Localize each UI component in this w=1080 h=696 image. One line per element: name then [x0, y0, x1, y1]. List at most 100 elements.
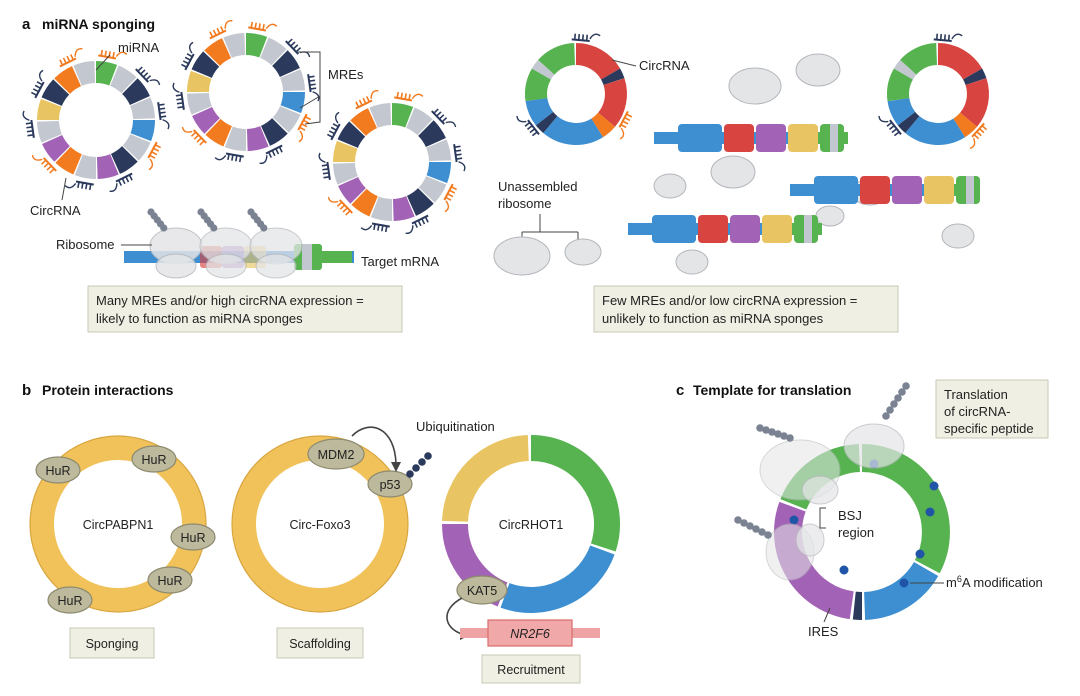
chain-top-1	[898, 388, 906, 396]
few-mre-left-mirna-3-tooth	[529, 128, 536, 134]
sponge-ring-0-segment-11	[37, 120, 63, 143]
sponge-ring-0-mirna-5-tooth	[85, 183, 88, 190]
sponge-ring-2-mirna-0-tooth	[408, 93, 411, 101]
sponge-ring-1-mirna-9-tooth	[212, 29, 217, 36]
info-box-right-line-1: Few MREs and/or low circRNA expression =	[602, 293, 857, 308]
mrna-strand-3-block-3	[762, 215, 792, 243]
mrna-strand-green	[322, 251, 352, 263]
sponge-ring-0-segment-6	[110, 145, 138, 174]
mrna-strand-2	[790, 176, 980, 204]
sponge-ring-2-mirna-5-tooth	[384, 225, 388, 233]
mrna-strand-2-block-1	[860, 176, 890, 204]
sponge-ring-2-segment-5	[418, 175, 447, 203]
info-box-right	[593, 285, 899, 333]
sponge-ring-2-mirna-9	[355, 89, 379, 110]
ires-label: IRES	[808, 624, 839, 639]
circpabpn1-ring-outline	[29, 435, 207, 613]
sponge-ring-0-mirna-8-tooth	[31, 91, 38, 96]
sponge-ring-2-mirna-7-tail	[318, 152, 326, 163]
m6a-dot-2	[925, 507, 935, 517]
sponge-ring-2-mirna-5	[360, 222, 390, 233]
few-mre-right-mirna-1-tail	[951, 33, 963, 40]
sponge-ring-2-segment-8	[370, 196, 393, 221]
few-mre-right-mirna-1-tooth	[939, 33, 943, 41]
few-mre-left-mirna-2-tooth	[626, 113, 633, 118]
info-box-left-line-1: Many MREs and/or high circRNA expression…	[96, 293, 364, 308]
sponge-ring-0-mirna-6-tooth	[49, 168, 55, 174]
sponge-ring-1-mirna-4-tail	[259, 155, 268, 165]
circ-foxo3-label: Circ-Foxo3	[289, 518, 350, 532]
chain-top-2	[894, 394, 902, 402]
sponge-ring-1-mirna-5	[214, 152, 244, 163]
sponge-ring-2-mirna-6-tooth	[342, 207, 348, 213]
sponge-ring-2-segment-4	[426, 161, 451, 184]
sponge-ring-2-mirna-5-tooth	[373, 223, 376, 231]
sponge-ring-0-mirna-3-tooth	[154, 144, 161, 149]
m6a-dot-6	[839, 565, 849, 575]
circrna-ring-group	[22, 19, 989, 235]
sponge-ring-1-mirna-0-tooth	[250, 21, 254, 29]
free-ribosome-0	[728, 67, 782, 105]
sponge-ring-1-mirna-8-tooth	[181, 63, 188, 68]
sponge-ring-0-mirna-8	[31, 69, 45, 99]
sponge-ring-2-mirna-0-tooth	[396, 91, 400, 99]
sponge-ring-1-segment-10	[192, 106, 221, 134]
panel-a: a miRNA sponging miRNA MREs CircRNA Ribo…	[22, 16, 989, 333]
sponge-ring-1-mirna-1-tooth	[292, 44, 299, 50]
panel-a-title: miRNA sponging	[42, 16, 155, 32]
sponge-ring-1-segment-5	[272, 105, 301, 133]
mrna-strand-2-block-2	[892, 176, 922, 204]
target-mrna-assembly	[124, 208, 354, 279]
sponge-ring-0-segment-5	[122, 133, 151, 161]
sponge-ring-2-mirna-8-tooth	[327, 133, 334, 138]
few-mre-right-mirna-2	[969, 122, 988, 149]
sponge-ring-1-mirna-3-tooth	[299, 126, 306, 131]
sponge-ring-1-mirna-7-tail	[172, 82, 180, 93]
m6a-dot-1	[929, 481, 939, 491]
ribosome-3-small	[255, 253, 297, 279]
sponge-ring-1-mirna-7-tooth	[175, 94, 182, 97]
sponge-ring-1-mirna-4	[259, 144, 283, 165]
chain-bottom-4	[758, 528, 766, 536]
few-mre-ring-left-segment-5	[535, 111, 558, 134]
sponge-ring-2-mirna-6-tooth	[339, 204, 346, 210]
chain-top-3	[890, 400, 898, 408]
sponge-ring-1-mirna-1-tail	[299, 51, 311, 58]
sponge-ring-2-mirna-6-tooth	[336, 201, 343, 207]
few-mre-ring-right-segment-0	[937, 43, 983, 81]
chain-left-1	[762, 426, 770, 434]
sponge-ring-1-mirna-0-tooth	[262, 23, 265, 31]
sponge-ring-1-mirna-2-tail	[312, 91, 320, 102]
nr2f6-label: NR2F6	[510, 627, 550, 641]
panel-c: c Template for translation Translation o…	[676, 379, 1049, 639]
free-ribosomes	[653, 53, 975, 275]
sponge-ring-1-mirna-0-tooth	[258, 23, 261, 30]
mrna-strand-1-block-0	[678, 124, 722, 152]
sponge-ring-0-mirna-7-tooth	[26, 130, 34, 133]
sponge-ring-2-mirna-8	[327, 111, 341, 141]
p53-label: p53	[380, 478, 401, 492]
few-mre-ring-left-segment-6	[525, 97, 554, 126]
chain-left-5	[786, 434, 794, 442]
translation-box-line-3: specific peptide	[944, 421, 1034, 436]
sponge-ring-0-mirna-1-tooth	[142, 72, 149, 78]
sponge-ring-0-mirna-6-tooth	[43, 162, 50, 168]
recruitment-arrow	[446, 597, 463, 635]
sponge-ring-2-mirna-6-tooth	[345, 210, 351, 216]
sponge-ring-1-mirna-9-tooth	[219, 26, 225, 33]
sponge-ring-0-segment-2	[121, 78, 150, 106]
unassembled-ribosome-large	[493, 236, 551, 276]
sponge-ring-0-mirna-5-tooth	[81, 182, 84, 189]
few-mre-right-mirna-3-tooth	[893, 131, 900, 137]
sponge-ring-1-mirna-2-tooth	[310, 87, 317, 90]
kat5-label: KAT5	[467, 584, 497, 598]
free-ribosome-7	[675, 249, 709, 275]
few-mre-right-mirna-2-tooth	[976, 131, 982, 137]
few-mre-right-mirna-3-tooth	[886, 121, 893, 127]
free-ribosome-2	[710, 155, 756, 189]
sponge-ring-2-mirna-0-tail	[411, 93, 424, 99]
sponge-ring-1-mirna-8-tooth	[186, 53, 193, 58]
sponge-ring-2-mirna-6	[327, 196, 353, 216]
sponge-ring-2-segment-13	[337, 121, 366, 149]
sponge-ring-0-mirna-6	[31, 154, 57, 174]
